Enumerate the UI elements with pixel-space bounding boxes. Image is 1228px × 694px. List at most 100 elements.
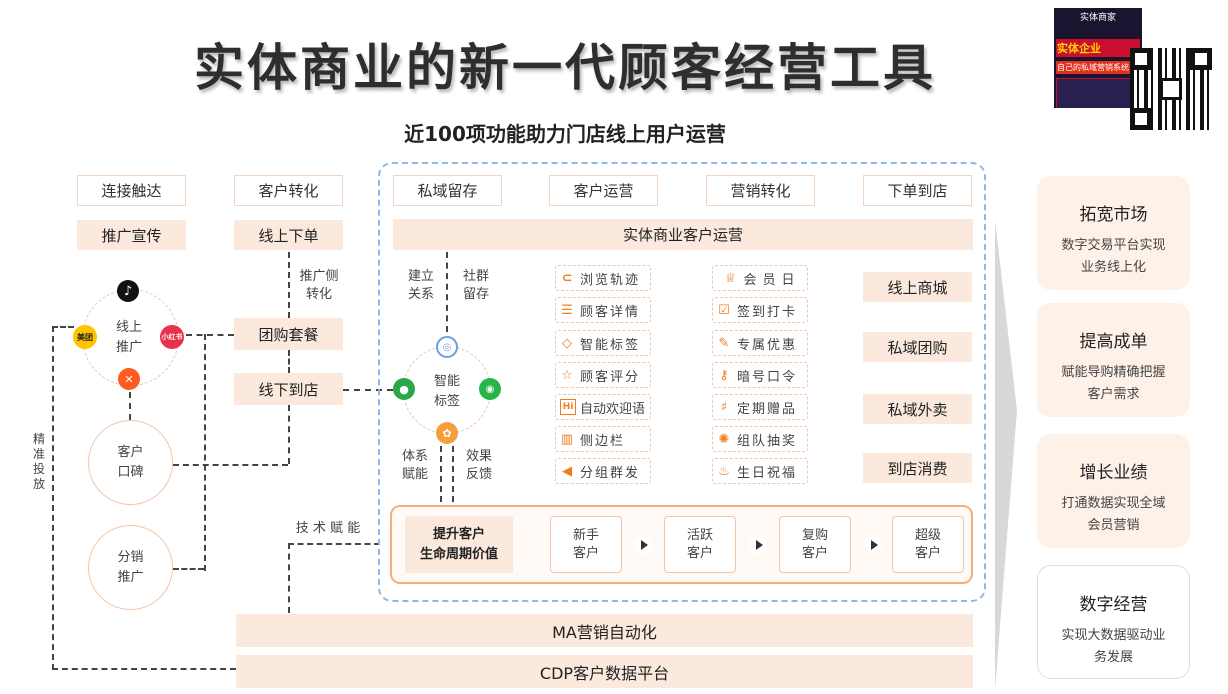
stage-repeat: 复购 客户 <box>779 516 851 573</box>
page-title: 实体商业的新一代顾客经营工具 <box>194 39 936 97</box>
feature-exclusive-offer: ✎ 专属优惠 <box>712 330 808 356</box>
meituan-icon: 美团 <box>73 325 97 349</box>
smart-tag-label: 智能 标签 <box>433 374 460 409</box>
gift-icon: ♯ <box>720 399 730 415</box>
lifecycle-label: 提升客户 生命周期价值 <box>405 516 513 573</box>
cdp-platform: CDP客户数据平台 <box>236 655 973 688</box>
benefit-desc: 数字交易平台实现 业务线上化 <box>1061 238 1166 275</box>
stage-label: 新手 客户 <box>572 527 599 561</box>
stage-active: 活跃 客户 <box>664 516 736 573</box>
send-icon: ◀ <box>562 463 574 479</box>
ad-line-text: 自己的私域营销系统 <box>1056 61 1140 74</box>
feature-smart-tag: ◇ 智能标签 <box>555 330 651 356</box>
page-subtitle: 近100项功能助力门店线上用户运营 <box>404 122 726 146</box>
benefit-card-growth: 增长业绩 打通数据实现全域 会员营销 <box>1037 434 1190 548</box>
customer-operation-banner: 实体商业客户运营 <box>393 219 973 250</box>
feature-label: 组队抽奖 <box>737 433 798 449</box>
header-marketing: 营销转化 <box>706 175 815 206</box>
distribution-label: 分销 推广 <box>117 549 144 585</box>
feature-label: 专属优惠 <box>737 337 798 353</box>
distribution-circle: 分销 推广 <box>88 525 173 610</box>
build-relation-label: 建立 关系 <box>407 269 434 302</box>
ad-banner: 实体商家 实体企业 自己的私域营销系统 <box>1054 8 1142 108</box>
header-order: 下单到店 <box>863 175 972 206</box>
benefit-card-deal: 提高成单 赋能导购精确把握 客户需求 <box>1037 303 1190 417</box>
wheel-icon: ✺ <box>718 431 732 447</box>
benefit-desc: 实现大数据驱动业 务发展 <box>1061 628 1166 665</box>
header-connect: 连接触达 <box>77 175 186 206</box>
cake-icon: ♨ <box>718 463 732 479</box>
feature-label: 顾客评分 <box>580 369 641 385</box>
ad-top-text: 实体商家 <box>1079 13 1116 23</box>
stage-super: 超级 客户 <box>892 516 964 573</box>
user-icon: ● <box>393 378 415 400</box>
document-icon: ☰ <box>561 302 575 318</box>
header-retain: 私域留存 <box>393 175 502 206</box>
channel-online-mall: 线上商城 <box>863 272 972 302</box>
benefit-card-market: 拓宽市场 数字交易平台实现 业务线上化 <box>1037 176 1190 290</box>
core-container <box>378 162 986 602</box>
qr-code <box>1130 48 1212 130</box>
benefit-desc: 打通数据实现全域 会员营销 <box>1061 496 1166 533</box>
benefit-title: 增长业绩 <box>1079 463 1148 483</box>
benefit-card-digital: 数字经营 实现大数据驱动业 务发展 <box>1037 565 1190 679</box>
tag-icon: ◇ <box>562 335 574 351</box>
ad-image <box>1056 78 1140 108</box>
word-of-mouth-circle: 客户 口碑 <box>88 420 173 505</box>
feature-member-day: ♕会员日 <box>712 265 808 291</box>
wechat-icon: ◉ <box>479 378 501 400</box>
stage-label: 超级 客户 <box>914 527 941 561</box>
word-of-mouth-label: 客户 口碑 <box>117 444 144 480</box>
arrow-right-icon <box>749 536 767 554</box>
feature-label: 自动欢迎语 <box>580 401 646 417</box>
feature-sidebar: ▥侧边栏 <box>555 426 651 452</box>
track-icon: ⊂ <box>561 270 575 286</box>
tiktok-icon: ♪ <box>117 280 139 302</box>
feature-label: 浏览轨迹 <box>580 272 641 288</box>
crown-icon: ♕ <box>724 270 739 286</box>
stage-new: 新手 客户 <box>550 516 622 573</box>
feature-label: 顾客详情 <box>580 304 641 320</box>
feature-label: 定期赠品 <box>737 401 798 417</box>
feature-label: 智能标签 <box>580 337 641 353</box>
arrow-right-icon <box>634 536 652 554</box>
feature-regular-gift: ♯ 定期赠品 <box>712 394 808 420</box>
feedback-label: 效果 反馈 <box>465 449 492 482</box>
precise-targeting-label: 精 准 投 放 <box>32 432 45 491</box>
feature-check-in: ☑ 签到打卡 <box>712 297 808 323</box>
benefit-title: 拓宽市场 <box>1079 205 1148 225</box>
header-operate: 客户运营 <box>549 175 658 206</box>
offline-box: 线下到店 <box>234 373 343 405</box>
feature-label: 侧边栏 <box>580 433 626 449</box>
feature-team-lottery: ✺ 组队抽奖 <box>712 426 808 452</box>
feature-customer-score: ☆顾客评分 <box>555 362 651 388</box>
channel-private-group: 私域团购 <box>863 332 972 362</box>
big-arrow-icon <box>995 220 1017 690</box>
feature-birthday-wish: ♨ 生日祝福 <box>712 458 808 484</box>
ma-platform: MA营销自动化 <box>236 614 973 647</box>
coupon-icon: ✎ <box>718 335 732 351</box>
group-buy-box: 团购套餐 <box>234 318 343 350</box>
feature-label: 签到打卡 <box>737 304 798 320</box>
feature-customer-detail: ☰ 顾客详情 <box>555 297 651 323</box>
online-promo-label: 线上 推广 <box>115 320 142 355</box>
butterfly-icon: ✿ <box>436 422 458 444</box>
feature-label: 生日祝福 <box>737 465 798 481</box>
push-conv-label: 推广侧 转化 <box>299 269 339 302</box>
xiaohongshu-icon: 小红书 <box>160 325 184 349</box>
stage-label: 复购 客户 <box>801 527 828 561</box>
arrow-right-icon <box>864 536 882 554</box>
checkbox-icon: ☑ <box>718 302 732 318</box>
key-icon: ⚷ <box>719 367 731 383</box>
channel-private-delivery: 私域外卖 <box>863 394 972 424</box>
benefit-title: 提高成单 <box>1079 332 1148 352</box>
promo-box: 推广宣传 <box>77 220 186 250</box>
feature-label: 分组群发 <box>580 465 641 481</box>
kuaishou-icon: ✕ <box>118 368 140 390</box>
channel-in-store: 到店消费 <box>863 453 972 483</box>
online-order-box: 线上下单 <box>234 220 343 250</box>
feature-secret-code: ⚷暗号口令 <box>712 362 808 388</box>
tech-enable-label: 技 术 赋 能 <box>295 521 361 536</box>
community-label: 社群 留存 <box>462 269 489 302</box>
